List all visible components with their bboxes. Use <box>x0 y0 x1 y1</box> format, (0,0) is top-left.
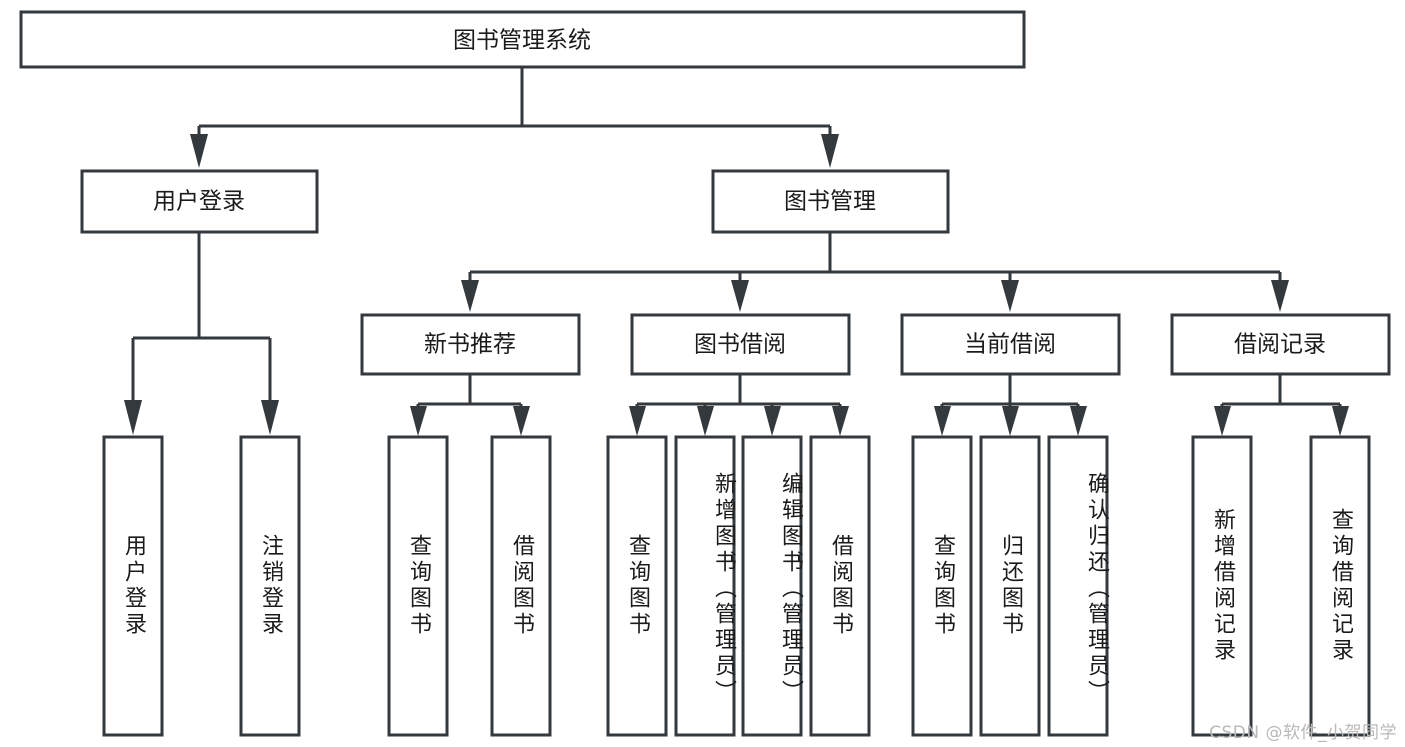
node-user-login-box[interactable] <box>80 169 319 234</box>
node-user-login-label: 用户登录 <box>153 189 245 215</box>
arrow-leaf-rec-add <box>1214 406 1231 436</box>
leaf-brw-add-box[interactable] <box>674 435 736 737</box>
leaf-brw-borrow-box[interactable] <box>809 435 871 737</box>
arrow-to-borrow-record <box>1271 280 1289 312</box>
leaf-logout-box[interactable] <box>239 435 301 737</box>
arrow-leaf-rec-search <box>1332 406 1349 436</box>
node-root-label: 图书管理系统 <box>453 28 591 54</box>
arrow-leaf-brw-query <box>629 406 646 436</box>
arrow-leaf-user-login <box>124 400 142 435</box>
arrow-to-current-borrow <box>1001 280 1019 312</box>
node-book-manage-box[interactable] <box>711 169 950 234</box>
node-root-box[interactable] <box>19 10 1026 69</box>
leaf-user-login-box[interactable] <box>102 435 164 737</box>
leaf-cur-confirm-box[interactable] <box>1047 435 1109 737</box>
node-current-borrow-box[interactable] <box>900 313 1121 376</box>
leaf-rec-query-box[interactable] <box>387 435 449 737</box>
arrow-leaf-logout <box>261 400 279 435</box>
leaf-rec-add-box[interactable] <box>1191 435 1253 737</box>
arrow-leaf-cur-query <box>934 406 951 436</box>
leaf-cur-return-box[interactable] <box>979 435 1041 737</box>
csdn-watermark: CSDN @软件_小贺同学 <box>1209 723 1397 743</box>
leaf-cur-query-box[interactable] <box>911 435 973 737</box>
leaf-brw-edit-box[interactable] <box>741 435 803 737</box>
arrow-leaf-cur-confirm <box>1070 406 1087 436</box>
node-book-manage-label: 图书管理 <box>784 189 876 215</box>
arrow-leaf-cur-return <box>1002 406 1019 436</box>
arrow-leaf-brw-borrow <box>832 406 849 436</box>
arrow-to-book-manage <box>821 134 839 168</box>
node-book-borrow-label: 图书借阅 <box>694 332 786 358</box>
arrow-leaf-brw-add <box>697 406 714 436</box>
arrow-to-user-login <box>190 134 208 168</box>
node-book-borrow-box[interactable] <box>630 313 851 376</box>
node-new-book-rec-label: 新书推荐 <box>424 332 516 358</box>
node-layer: 图书管理系统 用户登录 图书管理 新书推荐 图书借阅 当前借阅 借阅记录 <box>19 10 1391 737</box>
connector-layer <box>124 68 1349 436</box>
arrow-leaf-rec-query <box>410 406 427 436</box>
arrow-to-new-book-rec <box>461 280 479 312</box>
arrow-to-book-borrow <box>731 280 749 312</box>
node-borrow-record-label: 借阅记录 <box>1234 332 1326 358</box>
leaf-rec-borrow-box[interactable] <box>490 435 552 737</box>
arrow-leaf-rec-borrow <box>513 406 530 436</box>
leaf-brw-query-box[interactable] <box>606 435 668 737</box>
arrow-leaf-brw-edit <box>764 406 781 436</box>
leaf-rec-search-box[interactable] <box>1309 435 1371 737</box>
node-new-book-rec-box[interactable] <box>360 313 581 376</box>
node-borrow-record-box[interactable] <box>1170 313 1391 376</box>
node-current-borrow-label: 当前借阅 <box>964 332 1056 358</box>
